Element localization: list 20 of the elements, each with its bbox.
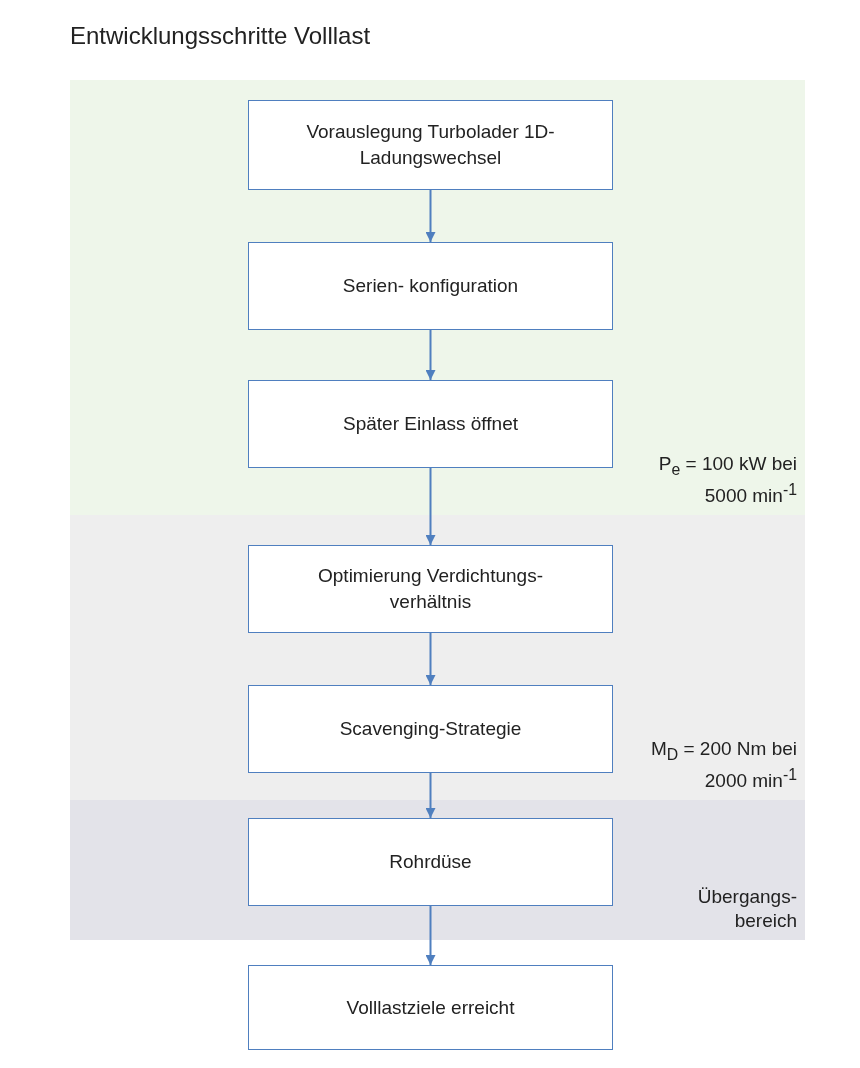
process-box: Rohrdüse bbox=[248, 818, 613, 906]
process-box: Vorauslegung Turbolader 1D-Ladungswechsel bbox=[248, 100, 613, 190]
diagram-title: Entwicklungsschritte Volllast bbox=[70, 22, 371, 50]
arrow bbox=[425, 772, 436, 819]
arrow bbox=[425, 905, 436, 966]
arrow bbox=[425, 329, 436, 381]
process-box: Volllastziele erreicht bbox=[248, 965, 613, 1050]
process-box: Später Einlass öffnet bbox=[248, 380, 613, 468]
band-panel bbox=[70, 80, 805, 515]
arrow bbox=[425, 467, 436, 546]
process-box: Scavenging-Strategie bbox=[248, 685, 613, 773]
process-box: Serien- konfiguration bbox=[248, 242, 613, 330]
band-label: Übergangs- bereich bbox=[696, 884, 797, 934]
band-panel bbox=[70, 515, 805, 800]
arrow bbox=[425, 632, 436, 686]
band-panel bbox=[70, 800, 805, 940]
band-label: M$_{D}$ = 200 Nm bei 2000 min$^{-1}$ bbox=[649, 736, 797, 794]
process-box: Optimierung Verdichtungs- verhältnis bbox=[248, 545, 613, 633]
arrow bbox=[425, 189, 436, 243]
band-label: P$_{e}$ = 100 kW bei 5000 min$^{-1}$ bbox=[657, 451, 797, 509]
